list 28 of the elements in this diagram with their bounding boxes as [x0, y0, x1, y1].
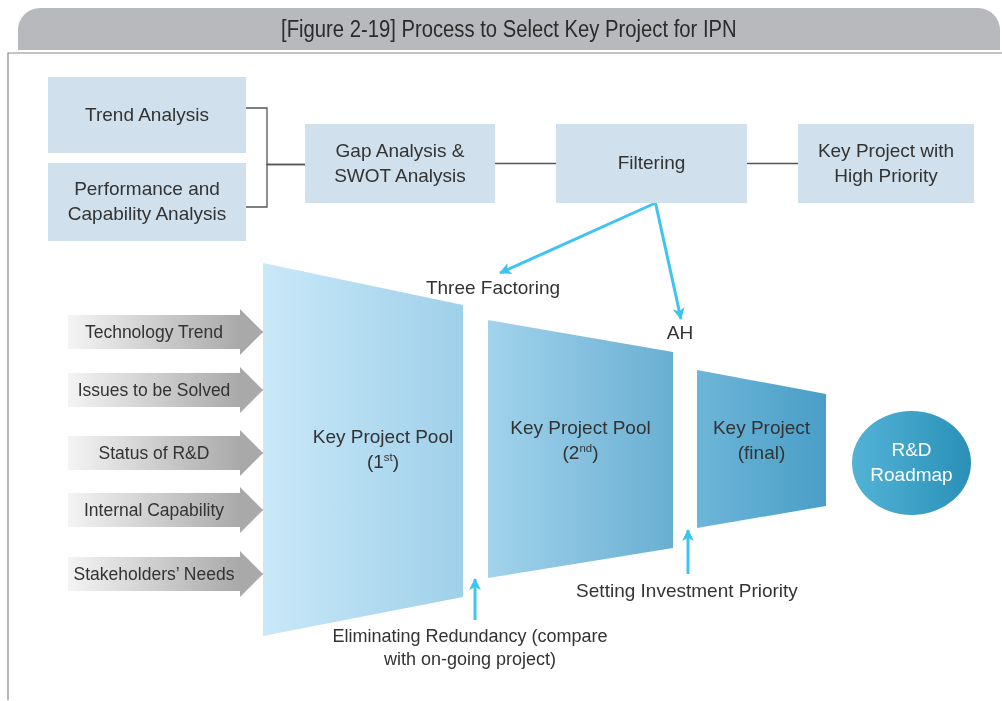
arrow-head: [239, 309, 264, 355]
step-label: Setting Investment Priority: [562, 578, 812, 604]
arrow: [654, 202, 685, 320]
process-box: Key Project with High Priority: [798, 124, 974, 203]
process-box: Filtering: [556, 124, 747, 203]
arrow: [682, 529, 694, 574]
connector-line: [746, 162, 799, 165]
roadmap-ellipse: R&D Roadmap: [852, 411, 971, 515]
connector-line: [245, 163, 306, 208]
title-banner: [Figure 2-19] Process to Select Key Project for IPN: [18, 8, 1000, 50]
project-pool-shape: Key Project (final): [697, 370, 826, 528]
input-factor-bar: Issues to be Solved: [68, 373, 240, 407]
process-box: Trend Analysis: [48, 77, 246, 153]
process-box: Performance and Capability Analysis: [48, 163, 246, 241]
input-factor-bar: Stakeholders’ Needs: [68, 557, 240, 591]
arrow-head: [239, 367, 264, 413]
arrow: [499, 201, 657, 275]
input-factor-bar: Technology Trend: [68, 315, 240, 349]
arrow-head: [239, 487, 264, 533]
arrow-head: [239, 551, 264, 597]
process-box: Gap Analysis & SWOT Analysis: [305, 124, 495, 203]
step-label: Three Factoring: [418, 275, 568, 301]
arrow: [469, 578, 481, 620]
arrow-head: [239, 430, 264, 476]
input-factor-bar: Internal Capability: [68, 493, 240, 527]
connector-line: [494, 162, 557, 165]
step-label: Eliminating Redundancy (compare with on-going project): [327, 623, 613, 673]
input-factor-bar: Status of R&D: [68, 436, 240, 470]
